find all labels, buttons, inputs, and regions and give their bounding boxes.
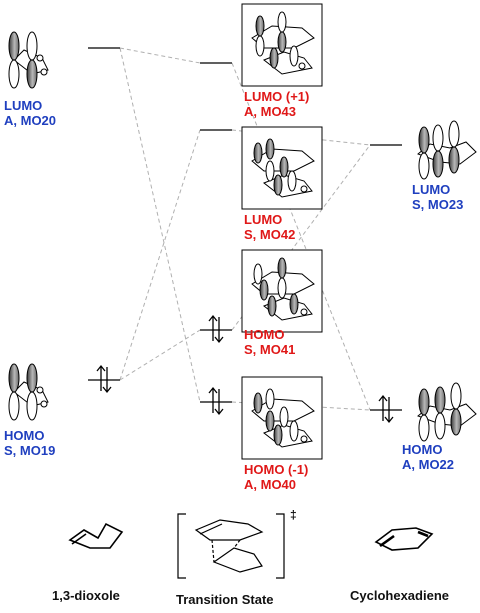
dioxole-structure xyxy=(68,522,124,549)
label-line2: A, MO22 xyxy=(402,457,455,472)
label-ts-homo: HOMO S, MO41 xyxy=(244,327,295,357)
orbital-image-dioxole-homo xyxy=(8,363,49,421)
label-ts-lumo: LUMO S, MO42 xyxy=(244,212,295,242)
label-line2: A, MO40 xyxy=(244,477,297,492)
label-line1: HOMO xyxy=(244,327,285,342)
energy-levels xyxy=(88,47,402,411)
label-transition-state: Transition State xyxy=(176,592,274,607)
label-line1: HOMO xyxy=(4,428,45,443)
electron-pair-right-homo xyxy=(378,394,394,424)
label-ts-lumo-plus1: LUMO (+1) A, MO43 xyxy=(244,89,309,119)
correlation-line xyxy=(119,47,201,64)
label-ts-homo-minus1: HOMO (-1) A, MO40 xyxy=(244,462,308,492)
cyclohexadiene-structure xyxy=(374,527,434,551)
label-dioxole-homo: HOMO S, MO19 xyxy=(4,428,55,458)
correlation-line xyxy=(231,62,371,411)
label-line2: A, MO43 xyxy=(244,104,297,119)
label-cyclohexadiene-lumo: LUMO S, MO23 xyxy=(412,182,463,212)
orbital-image-cyclohexadiene-lumo xyxy=(417,120,477,180)
electron-pair-left-homo xyxy=(96,364,112,394)
label-line1: LUMO xyxy=(412,182,451,197)
ts-orbital-box-lumo-plus1 xyxy=(241,3,323,87)
ts-double-dagger-symbol: ‡ xyxy=(290,508,297,522)
label-line1: HOMO xyxy=(402,442,443,457)
label-line1: LUMO xyxy=(4,98,43,113)
label-line2: S, MO41 xyxy=(244,342,296,357)
label-line2: S, MO23 xyxy=(412,197,464,212)
label-cyclohexadiene-homo: HOMO A, MO22 xyxy=(402,442,454,472)
ts-orbital-box-homo xyxy=(241,249,323,333)
label-line2: S, MO19 xyxy=(4,443,56,458)
label-line1: LUMO xyxy=(244,212,283,227)
label-dioxole-lumo: LUMO A, MO20 xyxy=(4,98,56,128)
electron-pair-ts-homo xyxy=(208,314,224,344)
orbital-image-dioxole-lumo xyxy=(8,31,49,89)
correlation-line xyxy=(119,47,201,403)
correlation-line xyxy=(119,329,201,381)
label-cyclohexadiene: Cyclohexadiene xyxy=(350,588,449,603)
label-line1: HOMO (-1) xyxy=(244,462,309,477)
electron-pairs xyxy=(96,314,394,424)
ts-orbital-box-lumo xyxy=(241,126,323,210)
correlation-line xyxy=(119,129,201,381)
label-dioxole: 1,3-dioxole xyxy=(52,588,120,603)
label-line1: LUMO (+1) xyxy=(244,89,310,104)
electron-pair-ts-homo-minus1 xyxy=(208,386,224,416)
label-line2: A, MO20 xyxy=(4,113,57,128)
label-line2: S, MO42 xyxy=(244,227,296,242)
transition-state-structure xyxy=(177,513,285,579)
ts-orbital-box-homo-minus1 xyxy=(241,376,323,460)
orbital-image-cyclohexadiene-homo xyxy=(417,382,477,442)
